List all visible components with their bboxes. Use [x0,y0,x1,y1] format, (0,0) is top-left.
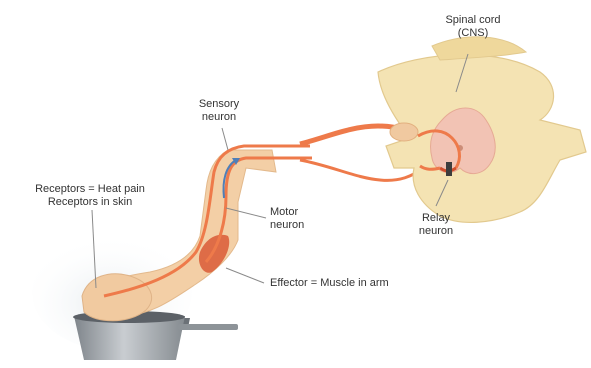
motor-neuron-label-line2: neuron [270,219,304,232]
motor-neuron-label-line1: Motor [270,206,304,219]
leader-effector [226,268,264,283]
relay-neuron-label-line1: Relay [408,212,464,225]
spinal-cord-label-line1: Spinal cord [428,14,518,27]
effector-label: Effector = Muscle in arm [270,277,389,290]
relay-neuron-body [446,162,452,176]
motor-neuron-label: Motor neuron [270,206,304,232]
sensory-neuron-label-line2: neuron [184,111,254,124]
spinal-cord-label-line2: (CNS) [428,27,518,40]
relay-neuron-label: Relay neuron [408,212,464,238]
dorsal-root-ganglion [390,123,418,141]
pot-handle [178,324,238,330]
hand [82,274,152,321]
sensory-neuron-label-line1: Sensory [184,98,254,111]
spinal-cord [378,37,586,223]
receptors-label-line2: Receptors in skin [6,196,174,209]
leader-sensory-neuron [222,128,228,150]
relay-neuron-label-line2: neuron [408,225,464,238]
sensory-neuron-label: Sensory neuron [184,98,254,124]
spinal-cord-label: Spinal cord (CNS) [428,14,518,40]
receptors-label: Receptors = Heat pain Receptors in skin [6,183,174,209]
receptors-label-line1: Receptors = Heat pain [6,183,174,196]
